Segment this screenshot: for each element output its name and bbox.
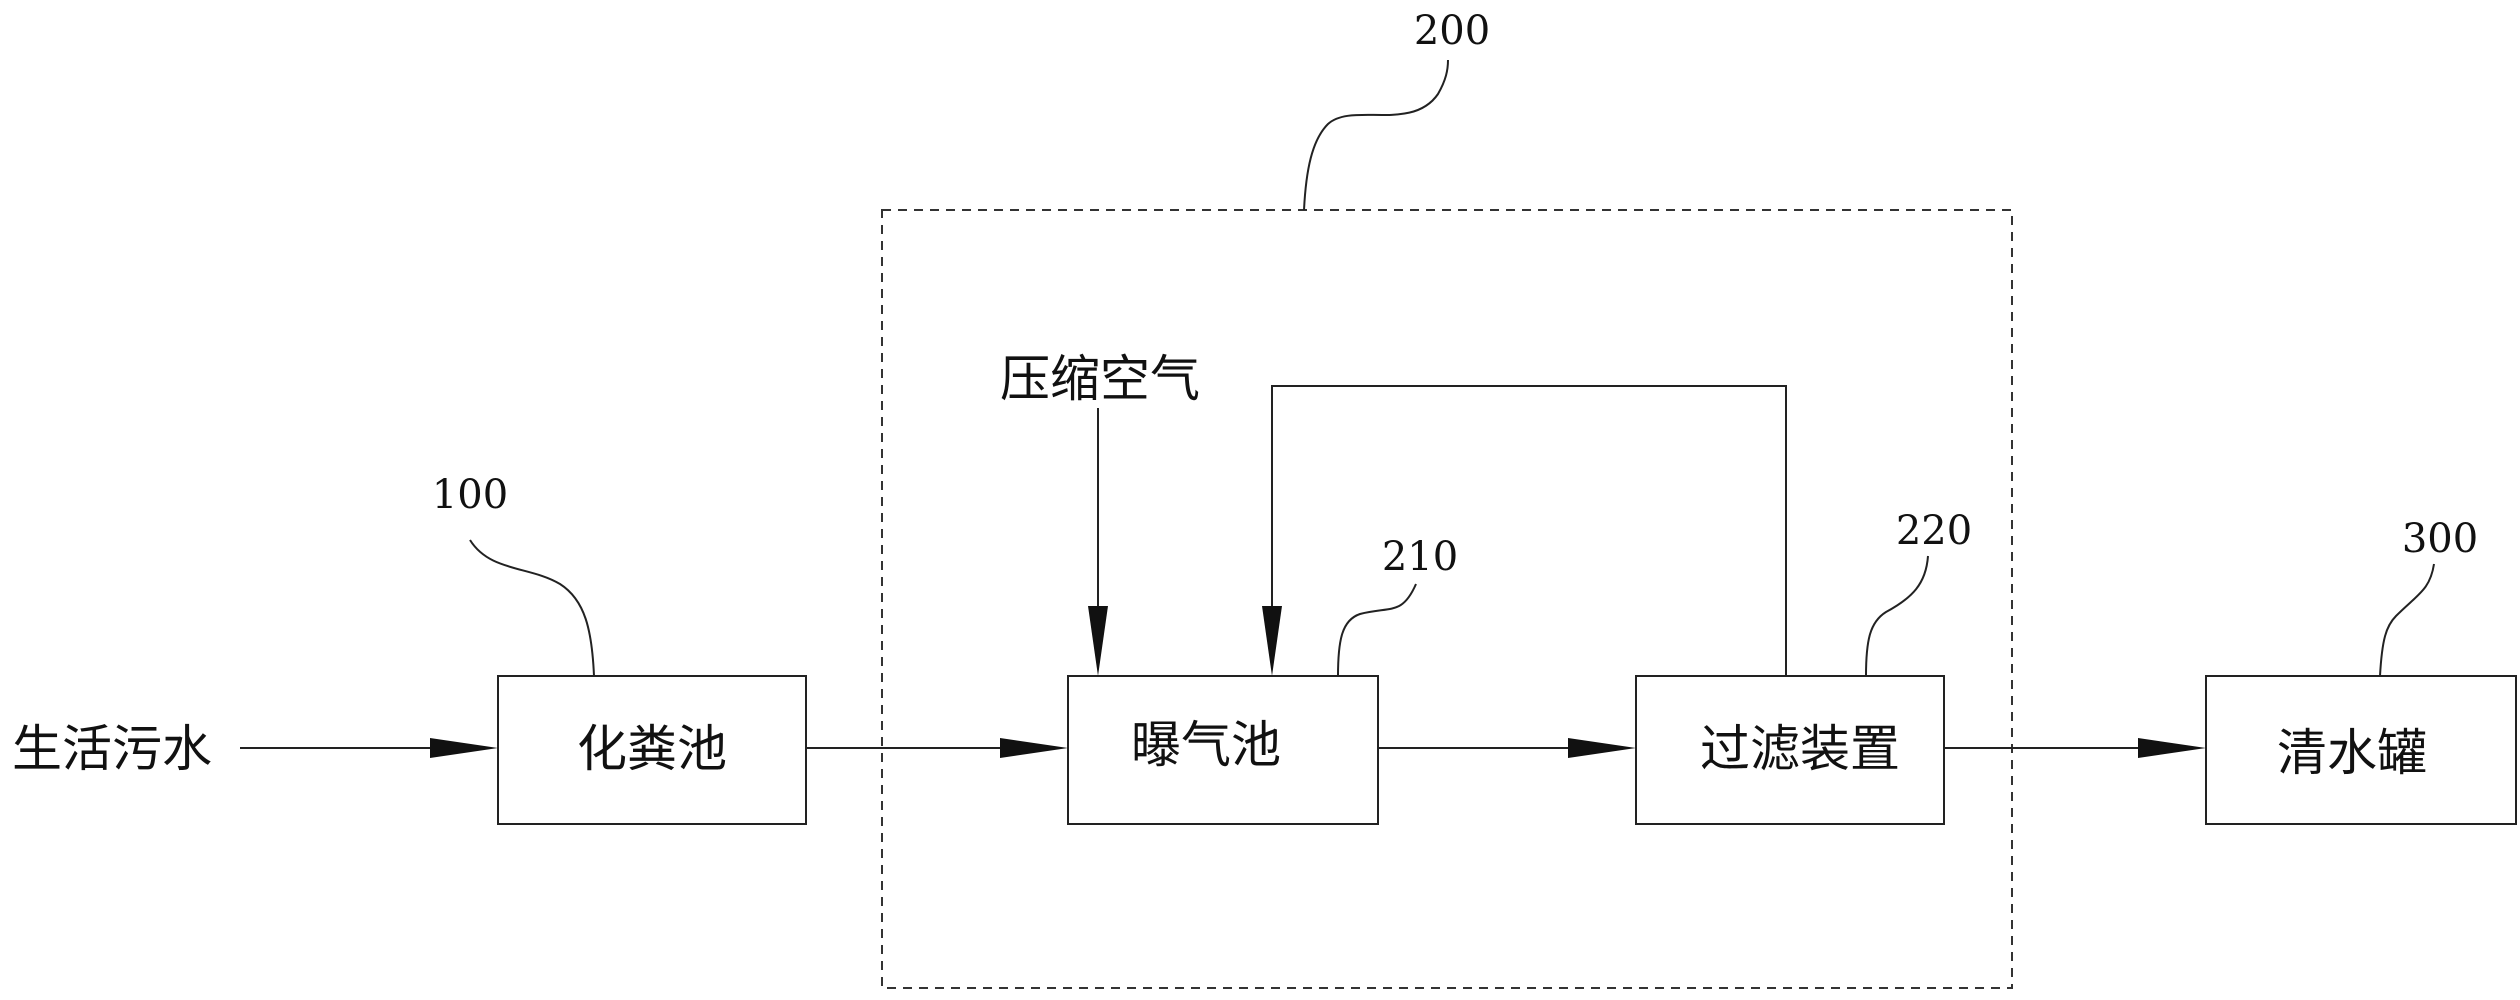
compressed-air-label: 压缩空气 [1000, 350, 1200, 408]
treatment-unit-boundary [881, 209, 2013, 989]
leader-line-100 [469, 539, 595, 677]
septic-tank-label: 化粪池 [577, 720, 727, 778]
aeration-tank-label: 曝气池 [1131, 716, 1281, 774]
leader-line-210 [1337, 583, 1417, 677]
filter-device-box [1635, 675, 1945, 825]
arrowhead-septic-to-aeration [1000, 738, 1068, 758]
ref-numeral-100: 100 [432, 472, 508, 518]
filter-device-label: 过滤装置 [1700, 720, 1900, 778]
arrowhead-air-to-aeration [1088, 606, 1108, 676]
arrowhead-filter-to-clean [2138, 738, 2206, 758]
return-line-filter-to-aeration [1271, 385, 1787, 676]
aeration-tank-box [1067, 675, 1379, 825]
arrowhead-return-to-aeration [1262, 606, 1282, 676]
arrowhead-sewage-to-septic [430, 738, 498, 758]
clean-water-tank-label: 清水罐 [2277, 724, 2427, 782]
septic-tank-box [497, 675, 807, 825]
ref-numeral-200: 200 [1414, 8, 1490, 54]
leader-line-220 [1865, 555, 1929, 677]
leader-line-200 [1303, 59, 1449, 211]
ref-numeral-300: 300 [2402, 516, 2478, 562]
leader-line-300 [2379, 563, 2435, 677]
ref-numeral-210: 210 [1382, 534, 1458, 580]
arrowhead-aeration-to-filter [1568, 738, 1636, 758]
domestic-sewage-label: 生活污水 [12, 720, 212, 778]
ref-numeral-220: 220 [1896, 508, 1972, 554]
clean-water-tank-box [2205, 675, 2517, 825]
